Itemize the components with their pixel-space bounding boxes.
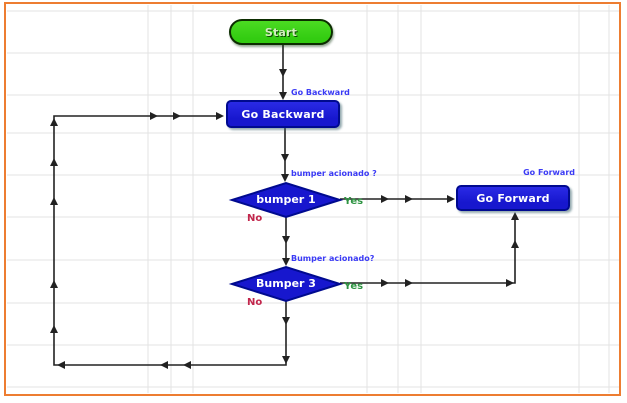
node-go-forward[interactable]: Go Forward [456,185,570,211]
go-forward-annotation: Go Forward [523,168,575,177]
bumper1-no-label: No [247,213,263,224]
bumper1-annotation: bumper acionado ? [291,169,377,178]
bumper1-yes-label: Yes [344,196,364,207]
node-bumper1-decision[interactable] [228,181,344,219]
go-backward-label: Go Backward [241,107,325,121]
bumper3-annotation: Bumper acionado? [291,254,375,263]
start-label: Start [264,25,298,39]
edge-bumper3-yes-to-go-forward [340,212,519,287]
bumper3-no-label: No [247,297,263,308]
edge-bumper3-no-loop-to-go-backward [50,112,290,369]
edge-start-to-go-backward [279,45,287,100]
frame-border [4,2,621,396]
grid-layer [7,5,619,393]
bumper3-yes-label: Yes [344,281,364,292]
node-bumper3-decision[interactable] [228,265,344,303]
edge-bumper1-yes-to-go-forward [340,195,455,203]
node-start[interactable]: Start [229,19,333,45]
edge-go-backward-to-bumper1 [281,128,289,182]
node-go-backward[interactable]: Go Backward [226,100,340,128]
go-backward-annotation: Go Backward [291,88,350,97]
go-forward-label: Go Forward [476,191,550,205]
edge-bumper1-no-to-bumper3 [282,217,290,266]
